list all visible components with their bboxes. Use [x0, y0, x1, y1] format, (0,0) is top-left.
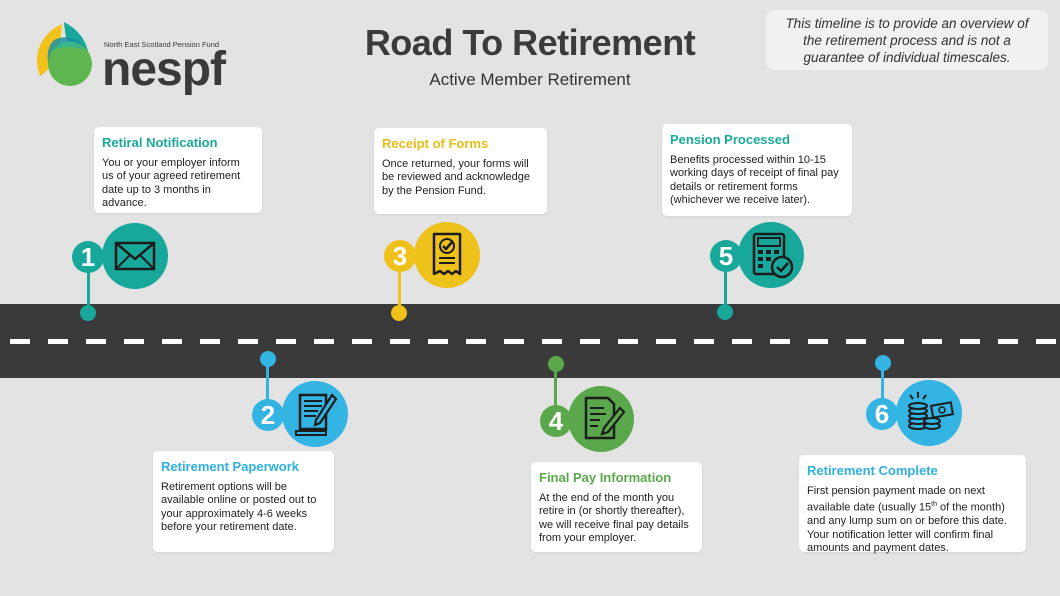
- step-6-text: First pension payment made on next avail…: [807, 485, 1016, 556]
- road-dash: [542, 339, 562, 344]
- document-pen-icon: [584, 396, 626, 440]
- road-dash: [884, 339, 904, 344]
- step-3-number: 3: [384, 240, 416, 272]
- logo-wordmark: nespf: [102, 43, 226, 96]
- road-dash: [86, 339, 106, 344]
- road-dash: [352, 339, 372, 344]
- step-6-text-end: of the month) and any lump sum on or bef…: [807, 502, 1007, 555]
- road-dash: [10, 339, 30, 344]
- road-dash: [238, 339, 258, 344]
- road-dash: [694, 339, 714, 344]
- step-6-text-sup: th: [931, 501, 937, 509]
- step-3-stem: [398, 268, 401, 312]
- step-5-text: Benefits processed within 10-15 working …: [670, 154, 839, 207]
- logo-small-text: North East Scotland Pension Fund: [104, 40, 220, 49]
- road-dash: [1036, 339, 1056, 344]
- road-dash: [732, 339, 752, 344]
- step-1-stem: [87, 266, 90, 312]
- step-6-stem: [881, 364, 884, 402]
- step-2-title: Retirement Paperwork: [161, 459, 299, 474]
- step-3-icon-circle: [414, 222, 480, 288]
- step-4-text: At the end of the month you retire in (o…: [539, 492, 689, 545]
- step-5-number: 5: [710, 240, 742, 272]
- step-3-text: Once returned, your forms will be review…: [382, 158, 530, 197]
- road-center-dashes: [10, 339, 1056, 344]
- road-dash: [808, 339, 828, 344]
- step-1-number: 1: [72, 241, 104, 273]
- step-4-icon-circle: [568, 386, 634, 452]
- disclaimer-text: This timeline is to provide an overview …: [785, 15, 1029, 65]
- step-2-stem: [266, 360, 269, 404]
- road-dash: [656, 339, 676, 344]
- road-dash: [466, 339, 486, 344]
- step-3-card: Receipt of Forms Once returned, your for…: [374, 128, 547, 214]
- step-6-road-dot: [875, 355, 891, 371]
- step-5-stem: [724, 268, 727, 312]
- step-4-stem: [554, 366, 557, 408]
- step-6-text-start: First pension payment made on next avail…: [807, 485, 985, 515]
- step-6-number: 6: [866, 398, 898, 430]
- road-dash: [390, 339, 410, 344]
- road-dash: [846, 339, 866, 344]
- page-title: Road To Retirement: [364, 22, 696, 63]
- calculator-check-icon: [752, 232, 794, 279]
- step-3-title: Receipt of Forms: [382, 136, 489, 151]
- step-1-title: Retiral Notification: [102, 135, 218, 150]
- road-dash: [618, 339, 638, 344]
- step-2-icon-circle: [282, 381, 348, 447]
- paperwork-icon: [295, 393, 338, 436]
- road-dash: [998, 339, 1018, 344]
- step-6-icon-circle: [896, 380, 962, 446]
- step-4-number: 4: [540, 405, 572, 437]
- step-1-card: Retiral Notification You or your employe…: [94, 127, 262, 213]
- road-dash: [770, 339, 790, 344]
- step-5-title: Pension Processed: [670, 132, 790, 147]
- page-subtitle: Active Member Retirement: [429, 70, 631, 89]
- step-4-road-dot: [548, 356, 564, 372]
- road-dash: [124, 339, 144, 344]
- step-3-road-dot: [391, 305, 407, 321]
- coins-cash-icon: [908, 392, 955, 430]
- road-dash: [162, 339, 182, 344]
- road-dash: [48, 339, 68, 344]
- road-dash: [428, 339, 448, 344]
- step-5-road-dot: [717, 304, 733, 320]
- step-5-card: Pension Processed Benefits processed wit…: [662, 124, 852, 216]
- road-dash: [314, 339, 334, 344]
- step-2-card: Retirement Paperwork Retirement options …: [153, 451, 334, 552]
- step-2-number: 2: [252, 399, 284, 431]
- step-1-road-dot: [80, 305, 96, 321]
- step-5-icon-circle: [738, 222, 804, 288]
- road-dash: [922, 339, 942, 344]
- step-6-card: Retirement Complete First pension paymen…: [799, 455, 1026, 554]
- road-dash: [276, 339, 296, 344]
- leaf-logo-icon: [36, 22, 92, 86]
- step-2-road-dot: [260, 351, 276, 367]
- step-1-icon-circle: [102, 223, 168, 289]
- step-4-card: Final Pay Information At the end of the …: [531, 462, 702, 552]
- checked-document-icon: [432, 232, 462, 276]
- road-dash: [580, 339, 600, 344]
- nespf-logo: North East Scotland Pension Fund nespf: [30, 18, 260, 96]
- step-6-title: Retirement Complete: [807, 463, 938, 478]
- step-2-text: Retirement options will be available onl…: [161, 481, 317, 534]
- step-1-text: You or your employer inform us of your a…: [102, 157, 241, 210]
- disclaimer-note: This timeline is to provide an overview …: [766, 10, 1048, 70]
- envelope-icon: [114, 241, 156, 271]
- road-dash: [200, 339, 220, 344]
- road-dash: [504, 339, 524, 344]
- step-4-title: Final Pay Information: [539, 470, 672, 485]
- road-dash: [960, 339, 980, 344]
